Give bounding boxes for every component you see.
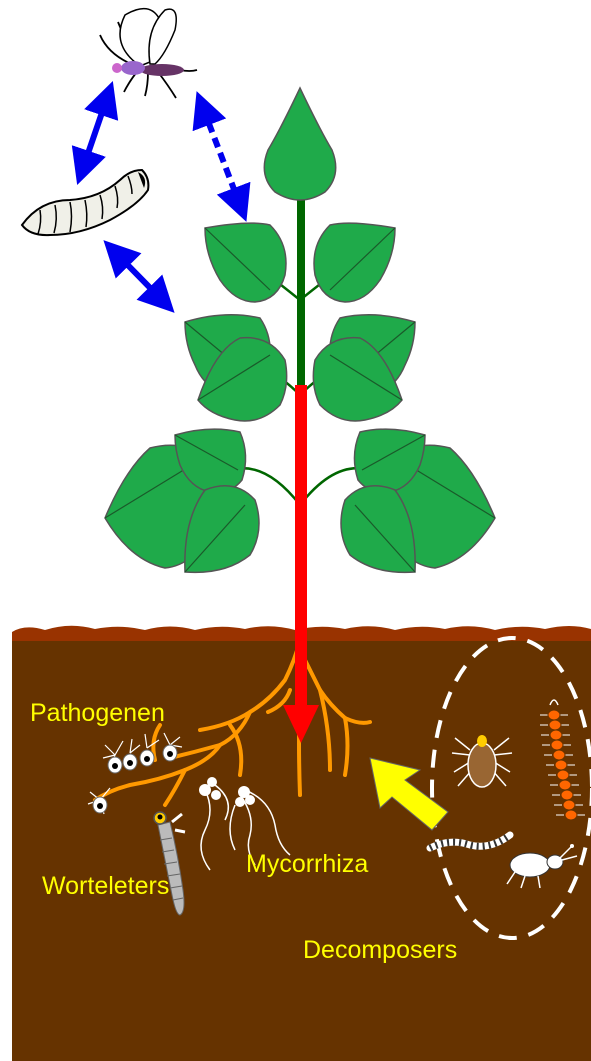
fly-plant-arrow — [203, 108, 240, 205]
fly-caterpillar-arrow — [83, 98, 107, 168]
decomposers-label: Decomposers — [303, 936, 457, 964]
mycorrhiza-label: Mycorrhiza — [246, 850, 368, 878]
upper-right-leaf — [314, 223, 395, 302]
fly-icon — [100, 9, 197, 98]
caterpillar-plant-arrow — [116, 253, 162, 300]
root-feeders-label: Worteleters — [42, 872, 169, 900]
top-leaf — [264, 88, 335, 200]
pathogens-label: Pathogenen — [30, 699, 165, 727]
plant-stem — [297, 195, 305, 395]
upper-left-leaf — [205, 223, 286, 302]
caterpillar-icon — [22, 170, 148, 235]
